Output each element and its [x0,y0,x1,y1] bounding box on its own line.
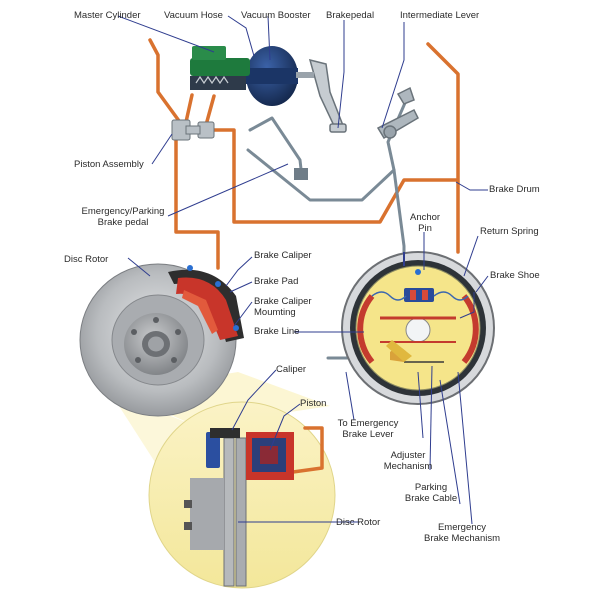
leader-lines [117,15,489,525]
caliper-pad [182,290,218,334]
label-adjuster-line2: Mechanism [383,461,433,472]
label-emergency-parking-line2: Brake pedal [97,217,149,228]
label-brake-caliper-mounting-line2: Moumting [254,307,296,318]
pedal-pad-1 [294,168,308,180]
label-disc-rotor-top: Disc Rotor [64,254,109,265]
label-emergency-brake-mechanism: Emergency Brake Mechanism [420,522,504,544]
label-return-spring: Return Spring [480,226,539,237]
label-piston: Piston [300,398,327,409]
anchor-pin [415,269,421,275]
return-spring [371,291,407,301]
brake-caliper-top [168,265,244,342]
caliper-red [176,277,238,340]
label-adjuster-line1: Adjuster [390,450,426,461]
label-anchor-pin: Anchor Pin [410,212,440,234]
label-brake-drum: Brake Drum [489,184,540,195]
zoom-caliper-blue [206,432,220,468]
line-to-rear [212,128,458,224]
line-mc-right [204,94,216,127]
drum-brake [341,251,495,405]
brake-shoe-left [357,294,375,364]
label-disc-rotor-bottom: Disc Rotor [336,517,381,528]
parking-lever [386,340,412,362]
line-mc-left [148,38,184,127]
label-emergency-parking-pedal: Emergency/Parking Brake pedal [74,206,172,228]
master-cylinder-body [190,76,246,90]
label-emergency-mech-line2: Brake Mechanism [423,533,501,544]
label-brake-pad: Brake Pad [254,276,299,287]
zoom-hub [190,478,224,550]
label-parking-cable-line1: Parking [414,482,448,493]
label-brake-caliper: Brake Caliper [254,250,312,261]
label-to-emergency-line2: Brake Lever [342,429,394,440]
zoom-detail [184,428,294,587]
line-mc-drop [184,93,194,124]
line-caliper-zoom [291,426,324,474]
label-emergency-parking-line1: Emergency/Parking [81,206,165,217]
zoom-caliper-black [210,428,240,438]
label-anchor-pin-line2: Pin [418,223,432,234]
label-brake-caliper-mounting: Brake Caliper Moumting [254,296,312,318]
label-vacuum-booster: Vacuum Booster [241,10,311,21]
wheel-cylinder [404,288,434,302]
axle [405,317,431,343]
booster-rod [296,72,314,78]
vacuum-booster-assembly [190,46,314,106]
label-emergency-mech-line1: Emergency [437,522,487,533]
label-brake-line: Brake Line [254,326,300,337]
label-vacuum-hose: Vacuum Hose [164,10,223,21]
label-piston-assembly: Piston Assembly [74,159,144,170]
link-pedal-bar [246,148,396,202]
intermediate-lever [376,86,419,140]
link-lever-arm [386,94,410,172]
label-brake-caliper-mounting-line1: Brake Caliper [254,296,312,307]
label-parking-cable-line2: Brake Cable [404,493,458,504]
hydraulic-lines [148,38,460,474]
label-intermediate-lever: Intermediate Lever [400,10,480,21]
brake-shoe-right [461,294,479,364]
label-master-cylinder: Master Cylinder [74,10,141,21]
zoom-piston [260,446,278,464]
label-adjuster-mechanism: Adjuster Mechanism [380,450,436,472]
label-caliper: Caliper [276,364,307,375]
line-top-right [426,42,460,254]
line-mc-down [174,130,220,270]
label-parking-brake-cable: Parking Brake Cable [400,482,462,504]
spring [195,75,229,85]
brake-pedal [308,58,347,133]
label-to-emergency-lever: To Emergency Brake Lever [330,418,406,440]
label-brake-shoe: Brake Shoe [490,270,540,281]
label-brakepedal: Brakepedal [326,10,375,21]
piston-assembly [171,119,215,141]
zoom-disc-rotor [223,437,235,587]
master-cylinder [190,58,250,76]
label-to-emergency-line1: To Emergency [337,418,399,429]
label-anchor-pin-line1: Anchor [410,212,441,223]
